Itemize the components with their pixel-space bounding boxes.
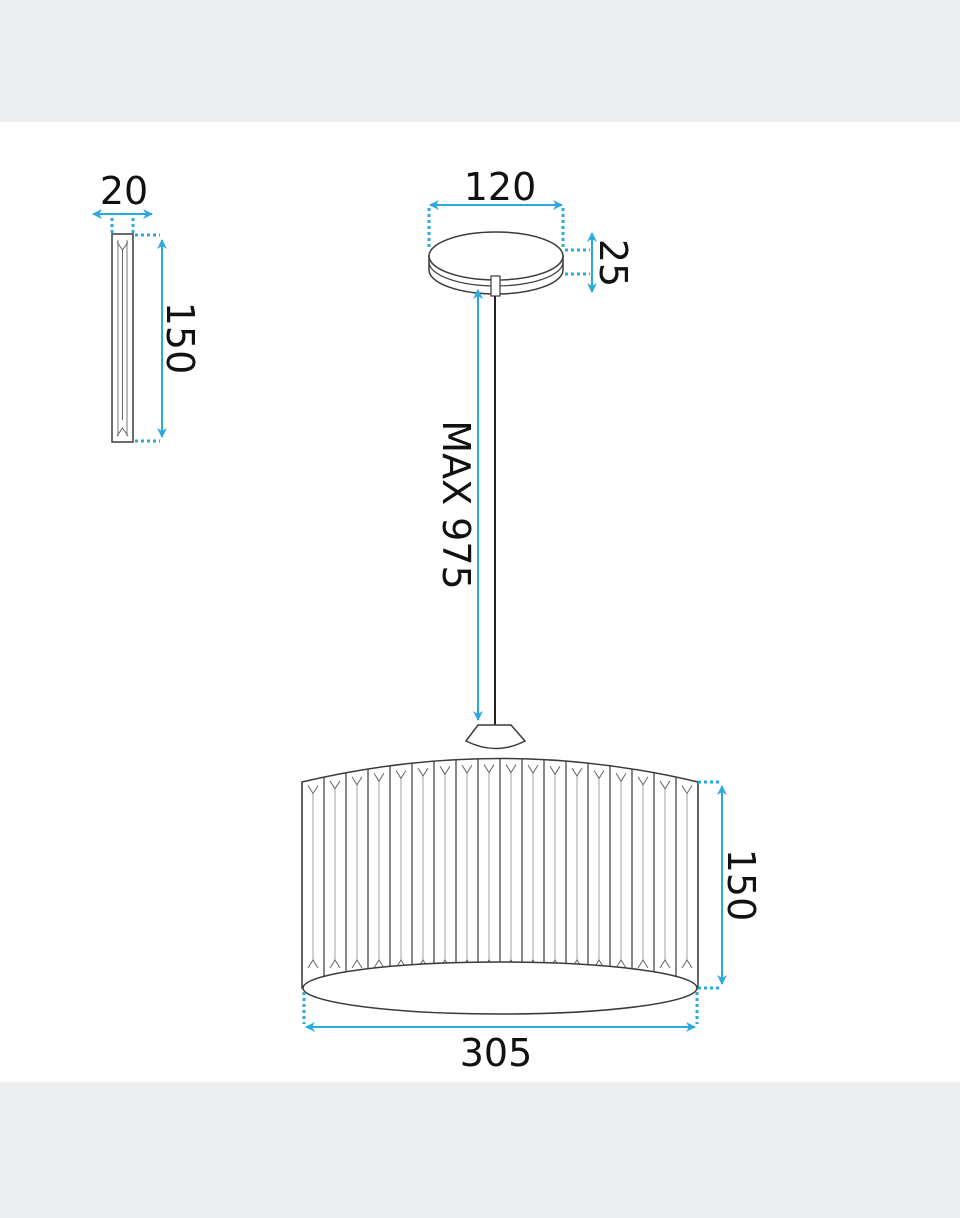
prism-facet-top	[461, 764, 473, 775]
prism-facet-top	[571, 767, 583, 777]
prism-facet-bottom	[373, 959, 385, 969]
lamp-shade	[301, 724, 699, 1015]
prism-facet-top	[527, 764, 539, 775]
crystal-width-dimension	[92, 209, 153, 234]
canopy-width-dimension	[427, 200, 565, 250]
prism-facet-top	[505, 764, 517, 774]
shade-crystal-prisms	[301, 758, 699, 978]
prism-facet-top	[593, 770, 605, 780]
prism-facet-bottom	[329, 959, 341, 969]
canopy-height-dimension	[565, 232, 597, 293]
prism-facet-bottom	[681, 959, 693, 969]
prism-facet-top	[395, 770, 407, 780]
canopy-width-label: 120	[464, 165, 537, 209]
bottom-band	[0, 1082, 960, 1218]
prism-facet-top	[637, 776, 649, 786]
ceiling-canopy	[428, 231, 564, 297]
prism-facet-bottom	[615, 959, 627, 969]
prism-facet-top	[483, 764, 495, 774]
crystal-height-dimension	[135, 233, 167, 443]
crystal-element	[111, 233, 134, 443]
crystal-height-label: 150	[158, 302, 202, 375]
prism-facet-top	[373, 773, 385, 783]
shade-width-dimension	[302, 992, 699, 1032]
canopy-height-label: 25	[591, 239, 635, 287]
prism-facet-top	[351, 776, 363, 786]
prism-facet-bottom	[307, 959, 319, 969]
prism-facet-top	[615, 773, 627, 783]
shade-width-label: 305	[460, 1031, 533, 1075]
prism-facet-top	[659, 780, 671, 790]
shade-height-label: 150	[719, 849, 763, 922]
prism-facet-top	[439, 766, 451, 776]
crystal-width-label: 20	[100, 169, 148, 213]
prism-facet-top	[329, 780, 341, 790]
prism-facet-top	[549, 766, 561, 776]
prism-facet-bottom	[637, 959, 649, 969]
prism-facet-top	[681, 785, 693, 795]
cable-length-label: MAX 975	[434, 420, 478, 589]
prism-facet-bottom	[351, 959, 363, 969]
prism-facet-bottom	[659, 959, 671, 969]
shade-height-dimension	[698, 780, 727, 990]
prism-facet-top	[417, 767, 429, 777]
top-band	[0, 0, 960, 122]
prism-facet-top	[307, 785, 319, 795]
